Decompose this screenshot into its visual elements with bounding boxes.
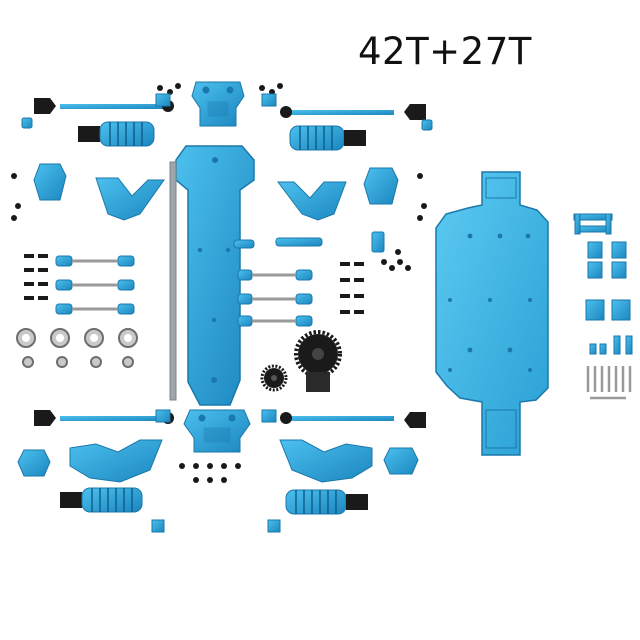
a-arms-top <box>33 163 399 221</box>
blue-brackets <box>21 93 433 533</box>
main-chassis-plate <box>435 171 549 456</box>
chassis-braces <box>573 213 633 355</box>
gear-ratio-caption: 42T+27T <box>358 30 532 73</box>
spur-gear-42t <box>294 330 342 392</box>
steel-screws-right <box>586 366 632 400</box>
shocks-bottom <box>60 487 368 515</box>
driveshafts-top <box>34 98 426 120</box>
black-screws <box>11 83 427 483</box>
pinion-gear-27t <box>260 364 288 392</box>
shocks-top <box>78 121 366 151</box>
a-arms-bottom <box>17 439 419 483</box>
shock-tower-rear <box>183 409 251 453</box>
center-driveshaft <box>169 161 177 401</box>
shock-tower-front <box>191 81 245 127</box>
driveshafts-bottom <box>34 410 426 428</box>
bearings <box>16 328 138 368</box>
tie-rods-center <box>233 231 385 327</box>
tie-rods-left <box>55 255 135 315</box>
